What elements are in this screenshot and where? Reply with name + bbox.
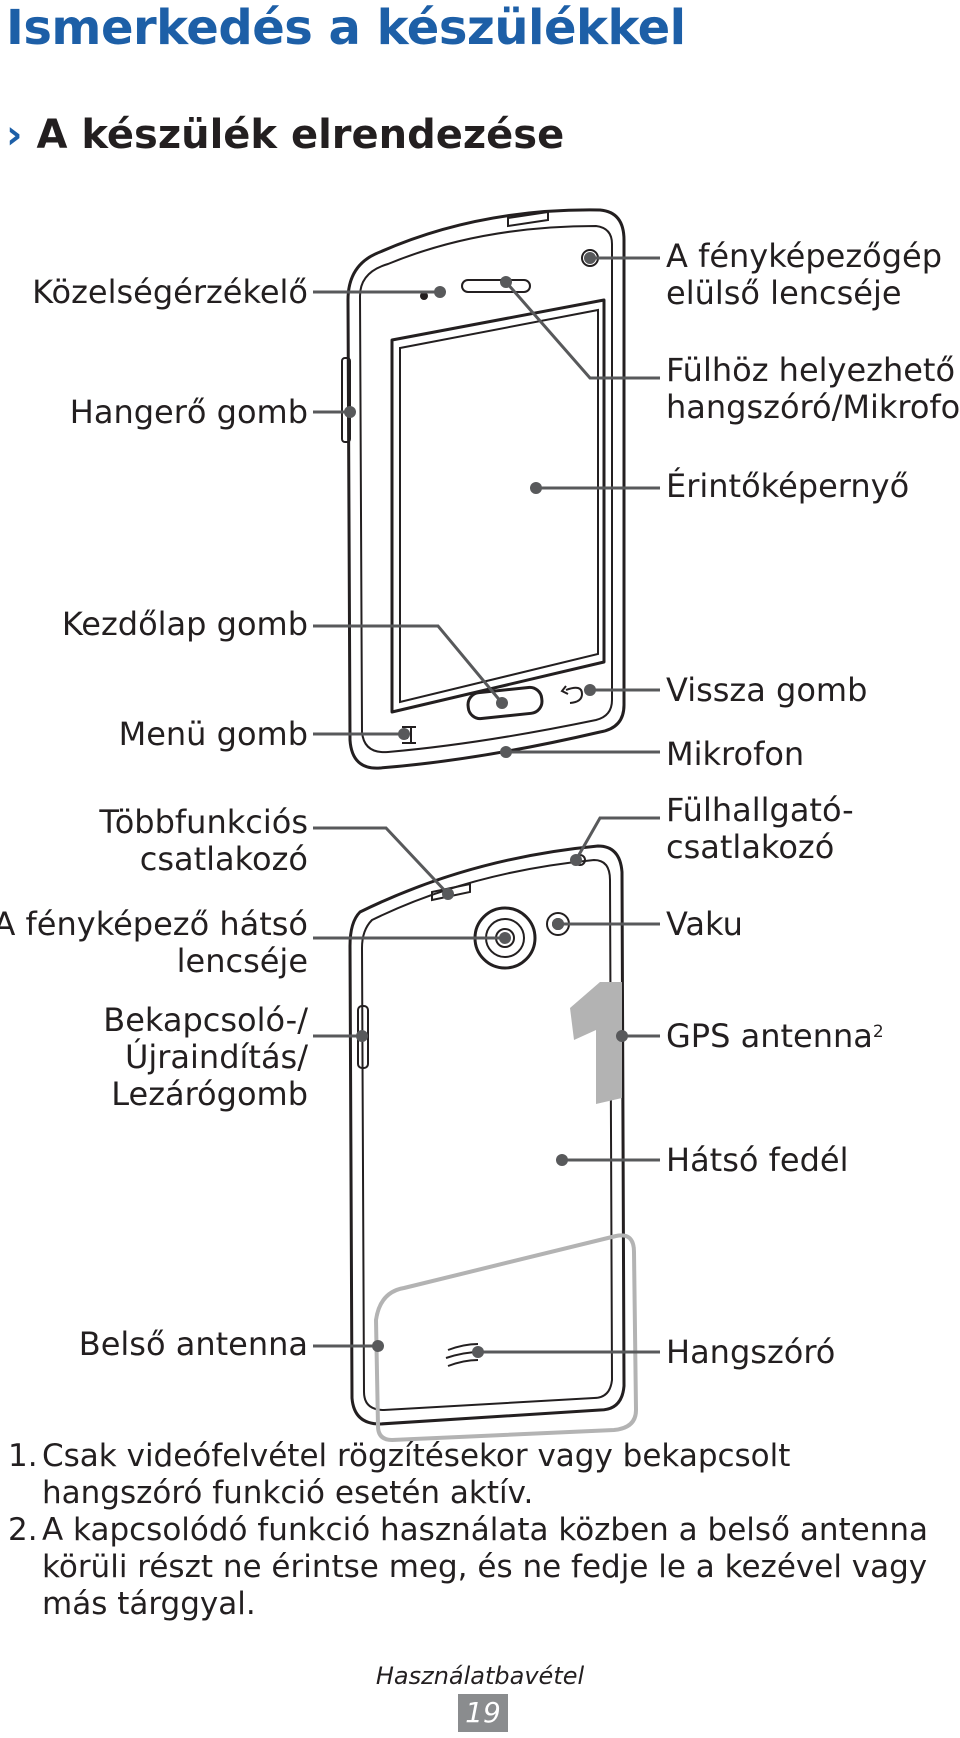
page-number: 19 [458,1694,508,1732]
label-rear-camera: A fényképező hátsó lencséje [0,906,308,980]
footnote-number: 2. [8,1512,38,1548]
leader-lines-left [313,286,511,1352]
chevron-right-icon: › [6,112,23,158]
section-heading: › A készülék elrendezése [6,112,564,158]
footnote-ref: 2 [872,1022,884,1042]
label-line: Bekapcsoló-/ [103,1001,308,1039]
label-touch-screen: Érintőképernyő [666,467,910,505]
footnote-1: 1. Csak videófelvétel rögzítésekor vagy … [8,1438,952,1512]
footnotes: 1. Csak videófelvétel rögzítésekor vagy … [8,1438,952,1623]
label-speaker: Hangszóró [666,1333,836,1371]
label-line: elülső lencséje [666,274,902,312]
label-back-cover: Hátsó fedél [666,1141,849,1179]
footnote-number: 1. [8,1438,38,1474]
label-line: A fényképező hátsó [0,905,308,943]
label-text: hangszóró/Mikrofon [666,388,960,426]
label-front-camera: A fényképezőgép elülső lencséje [666,238,942,312]
label-line: hangszóró/Mikrofon1 [666,389,960,426]
page-title: Ismerkedés a készülékkel [6,0,686,56]
label-back-key: Vissza gomb [666,671,868,709]
leader-lines-right [472,252,660,1358]
label-line: csatlakozó [666,828,835,866]
label-text: GPS antenna [666,1017,873,1055]
label-line: Újraindítás/ [124,1038,308,1076]
section-title: A készülék elrendezése [36,112,565,158]
label-volume-key: Hangerő gomb [69,393,308,431]
label-internal-antenna: Belső antenna [78,1325,308,1363]
footer-section-name: Használatbavétel [375,1662,585,1690]
label-multipurpose-jack: Többfunkciós csatlakozó [99,804,308,878]
label-earpiece: Fülhöz helyezhető hangszóró/Mikrofon1 [666,352,960,426]
label-line: Fülhallgató- [666,791,854,829]
label-line: Lezárógomb [111,1075,308,1113]
label-microphone: Mikrofon [666,735,805,773]
footnote-text: A kapcsolódó funkció használata közben a… [42,1512,929,1622]
label-line: A fényképezőgép [666,237,942,275]
label-home-key: Kezdőlap gomb [61,605,308,643]
rear-mark-text: 1 [0,0,1,1]
label-power-key: Bekapcsoló-/ Újraindítás/ Lezárógomb [103,1002,308,1113]
label-line: Többfunkciós [99,803,308,841]
footnote-2: 2. A kapcsolódó funkció használata közbe… [8,1512,952,1623]
label-headset-jack: Fülhallgató- csatlakozó [666,792,854,866]
label-line: Fülhöz helyezhető [666,351,956,389]
back-phone: 1 [0,0,638,1442]
label-flash: Vaku [666,905,743,943]
label-gps-antenna: GPS antenna2 [666,1018,884,1055]
label-menu-key: Menü gomb [118,715,308,753]
label-proximity-sensor: Közelségérzékelő [32,273,308,311]
label-line: csatlakozó [139,840,308,878]
footnote-text: Csak videófelvétel rögzítésekor vagy bek… [42,1438,791,1511]
label-line: lencséje [176,942,308,980]
